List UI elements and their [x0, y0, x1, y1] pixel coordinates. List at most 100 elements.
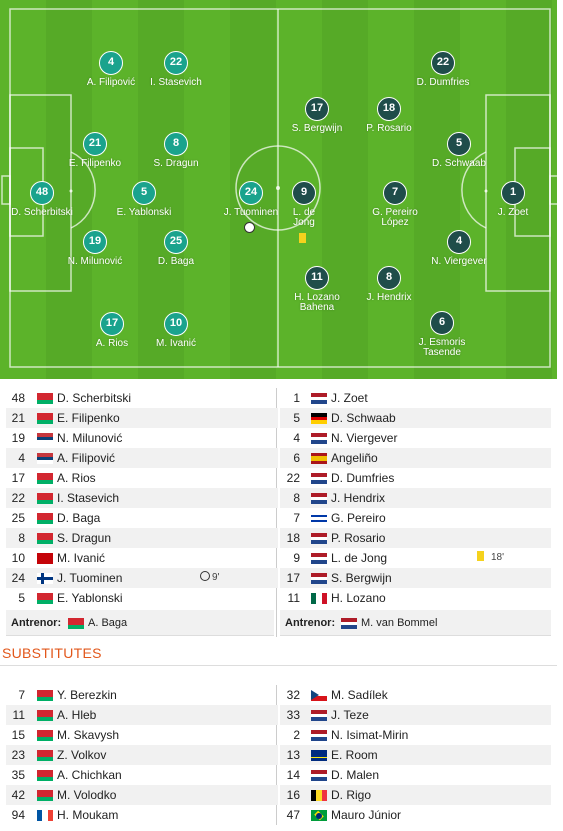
player-name[interactable]: D. Rigo — [331, 788, 372, 802]
player-name[interactable]: M. Sadílek — [331, 688, 388, 702]
player-name[interactable]: N. Isimat-Mirin — [331, 728, 409, 742]
pitch-player-away[interactable]: 11 H. Lozano Bahena — [262, 266, 372, 313]
player-name[interactable]: D. Dumfries — [331, 471, 395, 485]
pitch-player-home[interactable]: 5 E. Yablonski — [89, 181, 199, 218]
pitch-player-away[interactable]: 8 J. Hendrix — [334, 266, 444, 303]
player-row[interactable]: 11 H. Lozano — [280, 588, 551, 608]
player-name[interactable]: H. Lozano — [331, 591, 386, 605]
pitch-player-away[interactable]: 9 L. de Jong — [249, 181, 359, 228]
player-name[interactable]: J. Zoet — [331, 391, 368, 405]
player-name[interactable]: P. Rosario — [331, 531, 386, 545]
pitch-player-away[interactable]: 7 G. Pereiro López — [340, 181, 450, 228]
pitch-player-away[interactable]: 18 P. Rosario — [334, 97, 444, 134]
player-name[interactable]: I. Stasevich — [57, 491, 120, 505]
pitch-player-home[interactable]: 19 N. Milunović — [40, 230, 150, 267]
pitch-player-home[interactable]: 48 D. Scherbitski — [0, 181, 97, 218]
player-name: H. Lozano Bahena — [294, 292, 340, 313]
player-name[interactable]: N. Milunović — [57, 431, 123, 445]
pitch-player-home[interactable]: 21 E. Filipenko — [40, 132, 150, 169]
player-name[interactable]: A. Hleb — [57, 708, 97, 722]
player-name[interactable]: D. Scherbitski — [57, 391, 132, 405]
pitch-player-away[interactable]: 1 J. Zoet — [458, 181, 557, 218]
player-name[interactable]: S. Dragun — [57, 531, 112, 545]
pitch-player-home[interactable]: 24 J. Tuominen — [196, 181, 306, 218]
player-name[interactable]: A. Filipović — [57, 451, 116, 465]
pitch-player-home[interactable]: 4 A. Filipović — [56, 51, 166, 88]
pitch-player-away[interactable]: 17 S. Bergwijn — [262, 97, 372, 134]
player-name[interactable]: E. Yablonski — [57, 591, 123, 605]
player-name[interactable]: J. Teze — [331, 708, 369, 722]
player-name[interactable]: E. Room — [331, 748, 378, 762]
player-name[interactable]: D. Baga — [57, 511, 101, 525]
pitch-player-away[interactable]: 6 J. Esmoris Tasende — [387, 311, 497, 358]
player-name[interactable]: M. Skavysh — [57, 728, 120, 742]
player-name[interactable]: Angeliño — [331, 451, 378, 465]
player-name[interactable]: G. Pereiro — [331, 511, 386, 525]
player-name[interactable]: E. Filipenko — [57, 411, 120, 425]
away-coach-name[interactable]: M. van Bommel — [361, 617, 438, 629]
pitch-player-home[interactable]: 8 S. Dragun — [121, 132, 231, 169]
player-name[interactable]: D. Schwaab — [331, 411, 396, 425]
player-name[interactable]: A. Rios — [57, 471, 96, 485]
player-number: 21 — [83, 132, 107, 156]
pitch-player-away[interactable]: 4 N. Viergever — [404, 230, 514, 267]
pitch-player-home[interactable]: 10 M. Ivanić — [121, 312, 231, 349]
pitch-player-home[interactable]: 17 A. Rios — [57, 312, 167, 349]
player-name[interactable]: M. Volodko — [57, 788, 117, 802]
pitch-player-home[interactable]: 25 D. Baga — [121, 230, 231, 267]
player-name[interactable]: Mauro Júnior — [331, 808, 402, 822]
player-name: J. Hendrix — [366, 292, 412, 303]
player-name[interactable]: N. Viergever — [331, 431, 398, 445]
player-name[interactable]: Y. Berezkin — [57, 688, 117, 702]
pitch-player-away[interactable]: 5 D. Schwaab — [404, 132, 514, 169]
player-name[interactable]: M. Ivanić — [57, 551, 106, 565]
player-name[interactable]: S. Bergwijn — [331, 571, 392, 585]
player-name[interactable]: A. Chichkan — [57, 768, 122, 782]
player-name[interactable]: H. Moukam — [57, 808, 119, 822]
player-number: 11 — [287, 591, 300, 605]
player-name[interactable]: J. Tuominen — [57, 571, 123, 585]
home-coach-name[interactable]: A. Baga — [88, 617, 128, 629]
player-name[interactable]: J. Hendrix — [331, 491, 386, 505]
pitch-player-away[interactable]: 22 D. Dumfries — [388, 51, 498, 88]
pitch-player-home[interactable]: 22 I. Stasevich — [121, 51, 231, 88]
player-name[interactable]: D. Malen — [331, 768, 380, 782]
player-name[interactable]: Z. Volkov — [57, 748, 107, 762]
player-name[interactable]: L. de Jong — [331, 551, 388, 565]
